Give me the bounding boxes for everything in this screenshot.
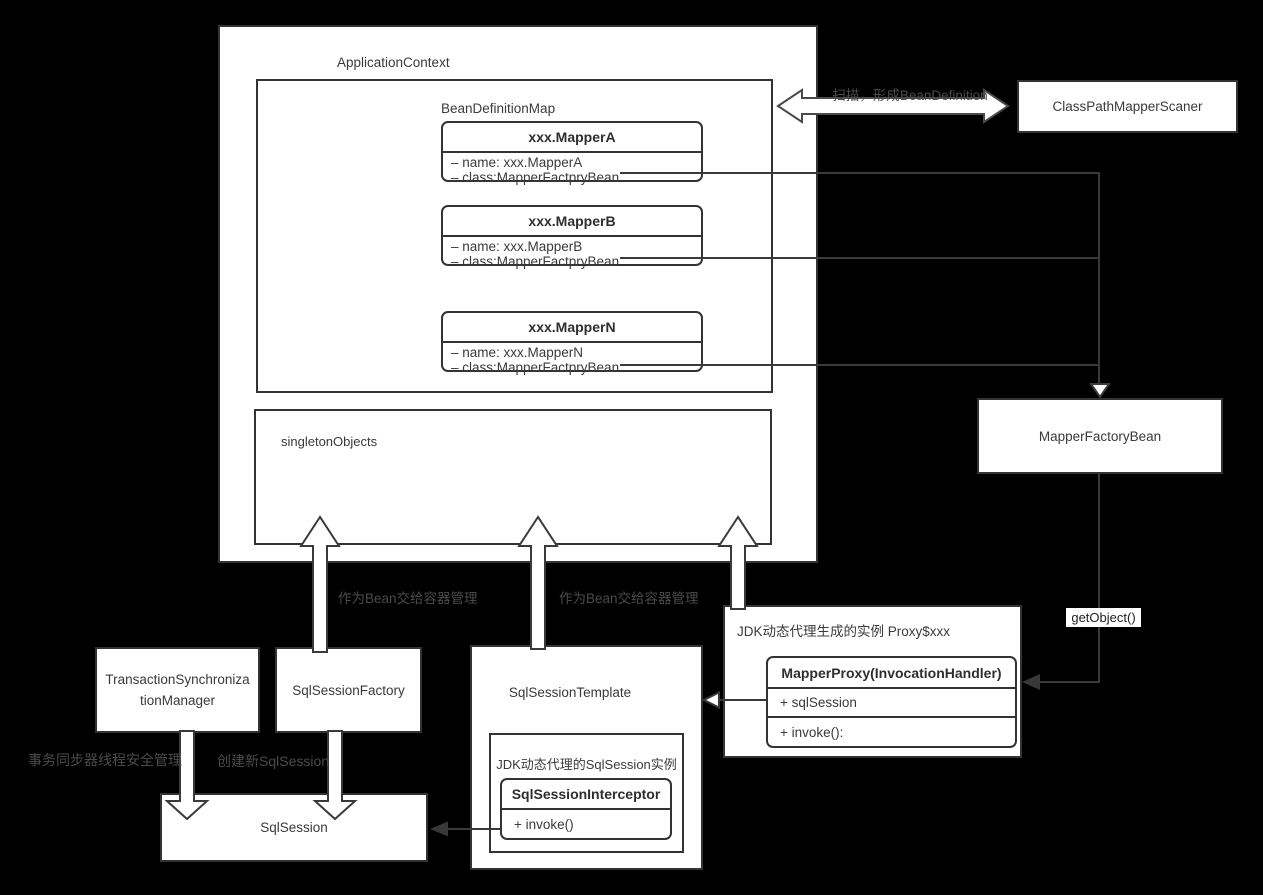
tsm-title-line2: tionManager [139,693,216,708]
bean-definition-map-title: BeanDefinitionMap [441,101,556,116]
application-context-title: ApplicationContext [337,55,450,70]
mapper-b-title: xxx.MapperB [443,207,701,237]
class-path-mapper-scaner-box: ClassPathMapperScaner [1017,80,1238,133]
mapper-proxy-class-name: MapperProxy(InvocationHandler) [768,658,1015,689]
mapper-a-attr-class: – class:MapperFactpryBean [451,170,620,185]
singleton-objects-box [254,409,772,545]
get-object-vertical-line [1098,474,1100,682]
sqlsession-to-template-line [717,699,767,701]
mapper-n-attr-class: – class:MapperFactpryBean [451,360,620,375]
mapper-factory-bean-title: MapperFactoryBean [1038,428,1162,444]
transaction-synchronization-manager-box: TransactionSynchroniza tionManager [95,647,260,733]
mapper-a-title: xxx.MapperA [443,123,701,153]
get-object-label: getObject() [1066,608,1141,627]
mapper-n-to-factory-line [620,364,1100,366]
mapper-factory-bean-box: MapperFactoryBean [977,398,1223,474]
mapper-b-to-factory-line [620,257,1100,259]
sql-session-factory-title: SqlSessionFactory [292,682,405,698]
create-session-label: 创建新SqlSession [217,753,330,769]
mapper-b-attr-class: – class:MapperFactpryBean [451,254,620,269]
mapper-n-title: xxx.MapperN [443,313,701,343]
sql-session-box: SqlSession [160,793,428,862]
mapper-a-to-factory-line [620,172,1100,174]
jdk-proxy-sqlsession-title: JDK动态代理的SqlSession实例 [496,757,677,772]
mapper-proxy-class-box: MapperProxy(InvocationHandler) + sqlSess… [766,656,1017,748]
sql-session-interceptor-class-name: SqlSessionInterceptor [502,780,670,810]
get-object-horizontal-line [1038,681,1100,683]
mapper-n-attr-name: – name: xxx.MapperN [451,345,584,360]
sql-session-title: SqlSession [260,820,328,835]
sql-session-template-title: SqlSessionTemplate [508,685,632,700]
invoke-to-sqlsession-line [446,828,502,830]
bean-to-container-label-1: 作为Bean交给容器管理 [338,591,478,606]
mapper-a-attr-name: – name: xxx.MapperA [451,155,583,170]
jdk-proxy-instance-title: JDK动态代理生成的实例 Proxy$xxx [737,624,951,639]
mapper-n-box: xxx.MapperN – name: xxx.MapperN – class:… [441,311,703,375]
mapper-proxy-member-invoke: + invoke(): [780,724,844,740]
sql-session-interceptor-member-invoke: + invoke() [514,816,574,832]
factory-bean-vertical-line [1098,172,1100,384]
tx-sync-label: 事务同步器线程安全管理 [28,752,182,768]
singleton-objects-title: singletonObjects [281,434,378,449]
tsm-title-line1: TransactionSynchroniza [105,672,250,687]
mapper-b-box: xxx.MapperB – name: xxx.MapperB – class:… [441,205,703,269]
sql-session-interceptor-class-box: SqlSessionInterceptor + invoke() [500,778,672,840]
hollow-arrowhead-mapper-factory-icon [1089,383,1111,399]
mapper-a-box: xxx.MapperA – name: xxx.MapperA – class:… [441,121,703,185]
class-path-mapper-scaner-title: ClassPathMapperScaner [1052,99,1203,114]
sql-session-factory-box: SqlSessionFactory [275,647,422,733]
mapper-proxy-member-sqlsession: + sqlSession [768,689,1015,718]
bean-to-container-label-2: 作为Bean交给容器管理 [559,591,699,606]
mapper-b-attr-name: – name: xxx.MapperB [451,239,583,254]
transaction-synchronization-manager-title: TransactionSynchroniza tionManager [105,669,249,711]
scan-label: 扫描，形成BeanDefinition [832,88,988,103]
